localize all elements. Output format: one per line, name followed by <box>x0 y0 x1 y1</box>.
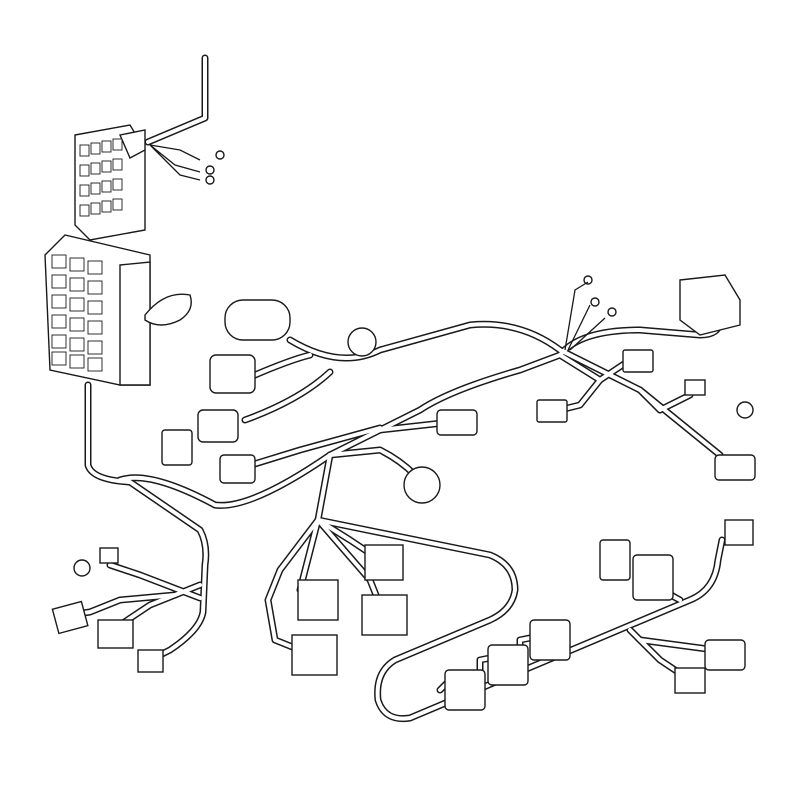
round-connector <box>347 327 377 357</box>
control-module <box>679 274 741 336</box>
relay-box <box>44 234 192 386</box>
round-connector-large <box>403 466 441 504</box>
fuse-box-upper <box>74 124 225 241</box>
connectors <box>51 274 756 711</box>
cylinder-connector <box>224 299 291 341</box>
